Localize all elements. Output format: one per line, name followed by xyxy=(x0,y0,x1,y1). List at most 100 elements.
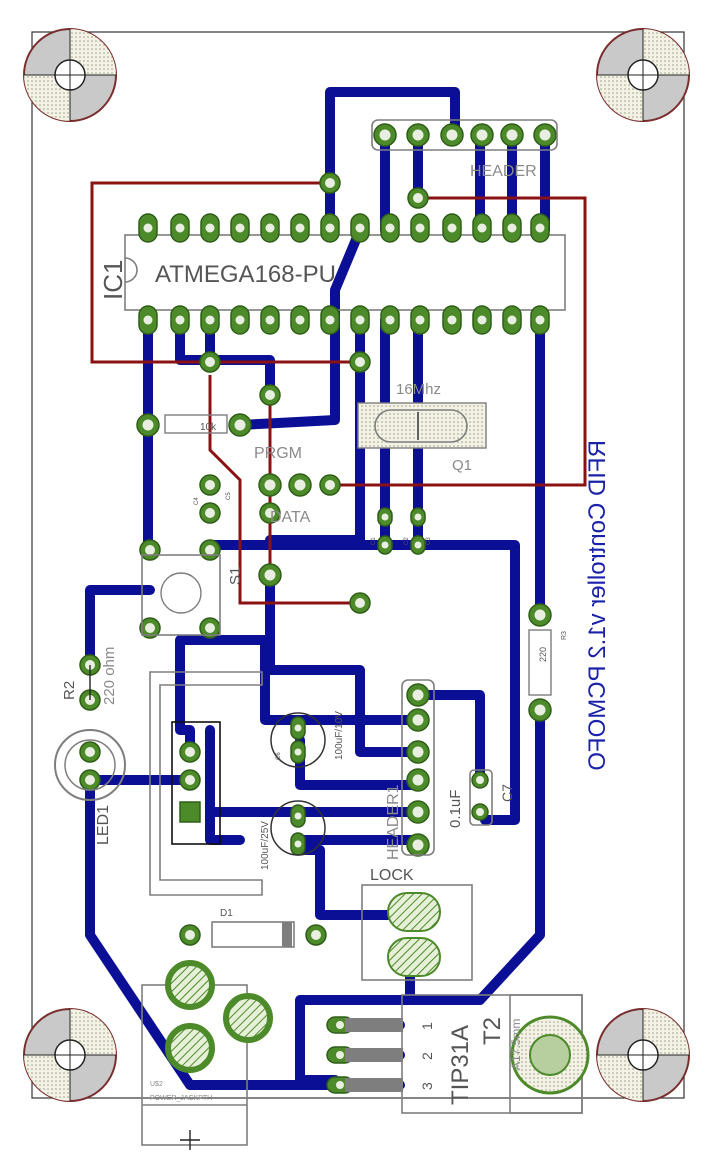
lock-connector xyxy=(361,884,473,981)
ic1-value-label: ATMEGA168-PU xyxy=(155,261,336,288)
ic-pad xyxy=(200,213,220,243)
small-c6-label: C6 xyxy=(276,752,282,760)
cap-pad xyxy=(290,740,306,764)
ic-pad xyxy=(530,213,550,243)
ic-pad xyxy=(410,305,430,335)
resistor-10k xyxy=(164,414,228,434)
header-pad xyxy=(373,123,397,147)
ic-pad xyxy=(350,305,370,335)
switch-pad xyxy=(199,539,221,561)
cap-pad xyxy=(410,535,426,555)
mount-hole-top-right xyxy=(596,28,690,122)
via-pad xyxy=(407,187,429,209)
c7-ref-label: C7 xyxy=(499,784,515,802)
ic-pad xyxy=(472,305,492,335)
c7-pad xyxy=(471,771,489,789)
ic-pad xyxy=(502,213,522,243)
diode-pad xyxy=(305,924,327,946)
header1-pad xyxy=(406,833,430,857)
ic-pad xyxy=(442,213,462,243)
cap-pad xyxy=(290,832,306,856)
via-pad xyxy=(349,351,371,373)
header1-pad xyxy=(406,740,430,764)
pads xyxy=(79,123,557,1094)
jack-name-label: POWER_JACKPTH xyxy=(150,1095,212,1102)
regulator-pad xyxy=(179,769,201,791)
ic-pad xyxy=(290,305,310,335)
ic-pad xyxy=(350,213,370,243)
heatsink-label: A17.5mm xyxy=(509,1019,523,1070)
board-outline xyxy=(31,31,685,1099)
regulator-pad xyxy=(179,741,201,763)
resistor-10k-label: 10k xyxy=(200,422,217,433)
ic-pad xyxy=(290,213,310,243)
ic-pad xyxy=(472,213,492,243)
prgm-pad xyxy=(288,473,312,497)
header-top-label: HEADER xyxy=(470,163,537,180)
ic-pad xyxy=(200,305,220,335)
header1-outline xyxy=(401,679,435,856)
c7-pad xyxy=(471,803,489,821)
ic-pad xyxy=(380,213,400,243)
crystal-ref-label: Q1 xyxy=(452,457,472,474)
cap-pad xyxy=(410,507,426,527)
regulator-outline xyxy=(149,671,263,896)
small-c5-label: C5 xyxy=(226,492,232,500)
lock-label: LOCK xyxy=(370,867,414,884)
d1-label: D1 xyxy=(220,908,233,919)
header1-pad xyxy=(406,708,430,732)
header1-pad xyxy=(406,683,430,707)
ic-pad xyxy=(530,305,550,335)
mount-hole-top-left xyxy=(23,28,117,122)
header-pad xyxy=(500,123,524,147)
ic1-ref-label: IC1 xyxy=(98,260,128,300)
via-pad xyxy=(319,172,341,194)
header-top-outline xyxy=(371,119,558,151)
ic-pad xyxy=(320,305,340,335)
mount-hole-bottom-left xyxy=(23,1008,117,1102)
cap-pad xyxy=(377,507,393,527)
diode-pad xyxy=(179,924,201,946)
ic-pad xyxy=(260,305,280,335)
via-pad xyxy=(258,563,282,587)
data-pad xyxy=(259,502,281,524)
cap-pad xyxy=(377,535,393,555)
header-pad xyxy=(406,123,430,147)
header1-pad xyxy=(406,800,430,824)
regulator-square-pad xyxy=(179,801,201,823)
r3-ref-label: R3 xyxy=(561,631,568,640)
resistor-pad xyxy=(228,413,252,437)
c7-value-label: 0.1uF xyxy=(447,790,464,828)
r2-value-label: 220 ohm xyxy=(101,647,118,705)
prgm-pad xyxy=(258,473,282,497)
cap-10v-label: 100uF/10V xyxy=(334,711,345,760)
header1-pad xyxy=(406,768,430,792)
power-jack xyxy=(141,960,273,1150)
data-label: DATA xyxy=(270,509,311,526)
pin3-label: 3 xyxy=(419,1082,435,1090)
cap-25v-label: 100uF/25V xyxy=(260,821,271,870)
switch-pad xyxy=(199,617,221,639)
cap-pad xyxy=(199,502,221,524)
via-pad xyxy=(199,351,221,373)
switch-s1 xyxy=(141,554,221,636)
ic-pad xyxy=(320,213,340,243)
r2-ref-label: R2 xyxy=(61,681,78,700)
header-pad xyxy=(470,123,494,147)
diode-d1 xyxy=(211,921,295,948)
ic-pad xyxy=(260,213,280,243)
ic-pad xyxy=(230,305,250,335)
jack-ref-label: U$2 xyxy=(150,1081,163,1088)
ic-pad xyxy=(138,213,158,243)
ic-pad xyxy=(442,305,462,335)
board-title: RFID Controller v1.2 PCMOFO xyxy=(584,440,611,771)
resistor-r3 xyxy=(528,629,552,696)
ic1-outline xyxy=(124,234,566,311)
pin1-label: 1 xyxy=(419,1022,435,1030)
via-pad xyxy=(319,474,341,496)
pin2-label: 2 xyxy=(419,1052,435,1060)
small-c3-label: C3 xyxy=(426,537,432,545)
header-pad xyxy=(440,123,464,147)
cap-pad xyxy=(290,804,306,828)
